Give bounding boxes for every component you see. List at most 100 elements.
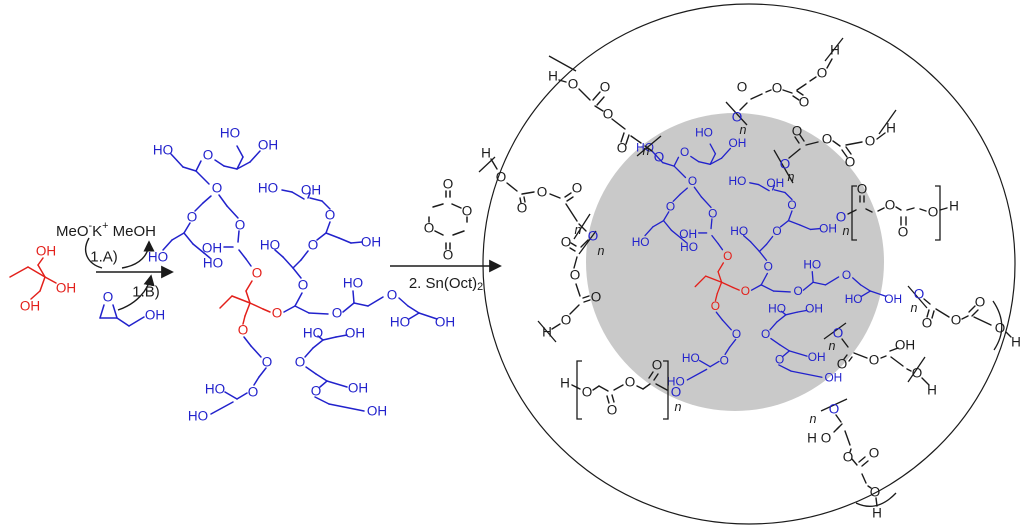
atom-label-o: O <box>537 185 548 200</box>
bond <box>315 373 328 382</box>
atom-label-oh: OH <box>367 404 387 419</box>
atom-label-o: O <box>794 284 803 298</box>
repeat-bracket <box>537 320 557 343</box>
atom-label-o: O <box>688 174 697 188</box>
bond <box>805 141 819 146</box>
bond <box>849 448 852 453</box>
atom-label-o: O <box>262 355 273 370</box>
bond <box>835 414 842 423</box>
bond <box>338 237 352 244</box>
bond <box>760 284 775 292</box>
bond <box>325 232 340 239</box>
bond <box>218 194 228 207</box>
bond <box>325 221 331 234</box>
atom-label-o: O <box>443 248 454 263</box>
bond <box>832 140 841 147</box>
bond <box>714 293 718 302</box>
atom-label-o: O <box>833 326 844 341</box>
bond <box>694 275 707 288</box>
repeat-bracket <box>823 322 847 340</box>
atom-label-o: O <box>914 287 925 302</box>
bond <box>717 242 724 251</box>
bond <box>792 95 800 101</box>
atom-label-ho: HO <box>845 292 863 306</box>
atom-label-o: O <box>723 249 732 263</box>
atom-label-o: O <box>295 355 306 370</box>
bond <box>880 355 887 359</box>
atom-label-o: O <box>898 225 909 240</box>
bond <box>661 161 675 167</box>
bond <box>686 368 708 381</box>
bond <box>236 161 251 170</box>
bond <box>757 183 770 192</box>
bond <box>594 105 604 112</box>
bond <box>237 230 240 243</box>
bond <box>921 377 930 386</box>
atom-label-oh: OH <box>679 227 697 241</box>
bond <box>214 159 225 167</box>
bond <box>578 223 587 232</box>
bond <box>680 237 688 244</box>
bond <box>565 203 578 222</box>
bond <box>596 96 605 106</box>
bond <box>655 383 668 391</box>
bond <box>37 257 44 266</box>
bond <box>644 145 653 152</box>
bond <box>408 312 420 320</box>
atom-label-o: O <box>912 366 923 381</box>
bond <box>183 222 191 234</box>
atom-label-o: O <box>387 288 398 303</box>
bond <box>653 373 659 381</box>
atom-label-o: O <box>462 204 473 219</box>
bond <box>799 134 805 142</box>
bond <box>281 189 293 193</box>
atom-label-ho: HO <box>632 235 650 249</box>
bond <box>926 309 930 318</box>
bond <box>321 200 331 210</box>
reagent-label-meok-meoh: MeO-K+ MeOH <box>56 220 156 240</box>
atom-label-oh: OH <box>808 350 826 364</box>
curved-arrow-1a-out <box>121 240 155 269</box>
atom-label-o: O <box>843 450 854 465</box>
bond <box>195 160 202 172</box>
atom-label-oh: OH <box>145 308 165 323</box>
bond <box>750 93 763 100</box>
bond <box>939 207 948 211</box>
bond <box>794 136 800 144</box>
bond <box>662 211 670 222</box>
atom-label-o: O <box>666 200 675 214</box>
atom-label-o: O <box>680 145 689 159</box>
atom-label-ho: HO <box>148 250 168 265</box>
bond <box>711 234 719 245</box>
bond <box>848 356 853 362</box>
bond <box>845 146 852 155</box>
bond <box>1005 331 1012 338</box>
bond <box>294 305 310 314</box>
bond <box>292 267 302 279</box>
bond <box>841 149 848 158</box>
bond <box>571 384 581 390</box>
bond <box>724 346 731 356</box>
bond <box>836 423 843 430</box>
bond <box>238 249 247 260</box>
bond <box>770 337 781 346</box>
bond <box>598 385 609 392</box>
atom-label-o: O <box>298 278 309 293</box>
bond <box>889 347 899 352</box>
bond <box>721 319 732 331</box>
atom-label-h: H <box>1011 335 1021 350</box>
bond <box>700 196 712 209</box>
atom-label-oh: OH <box>766 176 784 190</box>
repeat-count-n: n <box>598 244 605 258</box>
bond <box>824 276 840 286</box>
bond <box>224 391 238 400</box>
bond <box>613 384 624 391</box>
bond <box>352 290 355 304</box>
bond <box>620 132 625 143</box>
bond <box>651 150 664 164</box>
atom-label-o: O <box>561 235 572 250</box>
bond <box>294 292 303 307</box>
